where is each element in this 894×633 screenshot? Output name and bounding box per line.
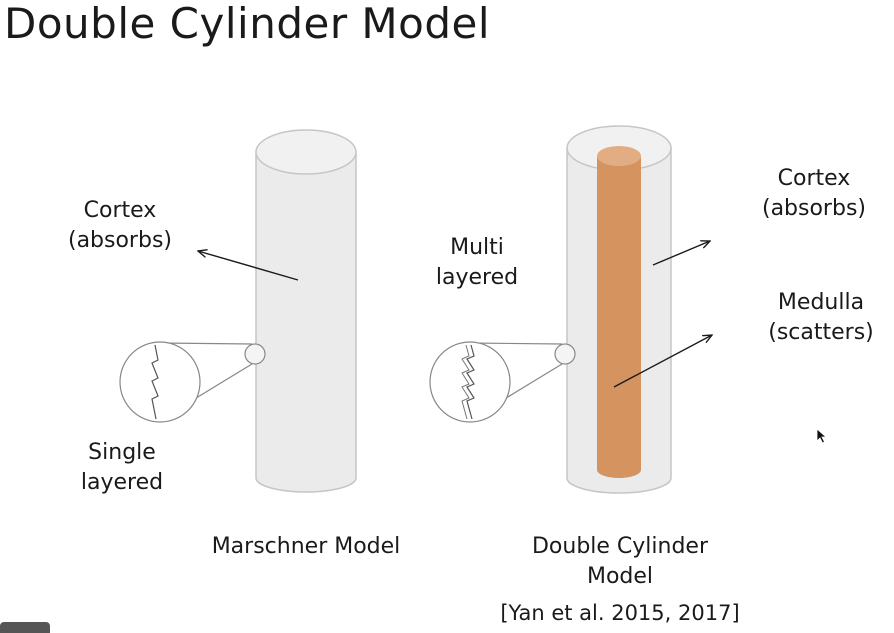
- double-cylinder-cortex-arrow: [652, 241, 710, 266]
- label-line: Cortex: [83, 198, 157, 223]
- label-line: Single: [88, 440, 156, 465]
- double-cylinder-cuticle-magnifier: [429, 341, 576, 423]
- label-line: (scatters): [768, 320, 874, 345]
- marschner-cortex-arrow: [198, 251, 299, 281]
- double-cylinder-inner-medulla: [597, 146, 641, 478]
- label-line: (absorbs): [761, 196, 866, 221]
- label-line: Model: [586, 564, 654, 589]
- single-layered-label: Single layered: [72, 438, 172, 498]
- marschner-cuticle-magnifier: [119, 341, 266, 423]
- mouse-cursor-icon: [816, 428, 828, 444]
- marschner-model-caption: Marschner Model: [211, 534, 401, 559]
- label-line: layered: [80, 470, 164, 495]
- label-line: Double Cylinder: [531, 534, 709, 559]
- slide-title: Double Cylinder Model: [4, 0, 491, 48]
- marschner-cylinder: [255, 129, 357, 493]
- medulla-label: Medulla (scatters): [758, 288, 884, 348]
- label-line: layered: [435, 265, 519, 290]
- double-cylinder-model-caption: Double Cylinder Model: [505, 532, 735, 592]
- label-line: (absorbs): [67, 228, 172, 253]
- label-line: Medulla: [777, 290, 865, 315]
- multi-layered-label: Multi layered: [428, 233, 526, 293]
- label-line: Multi: [450, 235, 504, 260]
- marschner-cortex-label: Cortex (absorbs): [62, 196, 178, 256]
- double-cylinder-cortex-label: Cortex (absorbs): [756, 164, 872, 224]
- citation: [Yan et al. 2015, 2017]: [500, 601, 740, 625]
- video-control-button[interactable]: [0, 622, 50, 633]
- double-cylinder-medulla-arrow: [613, 335, 712, 388]
- label-line: Cortex: [777, 166, 851, 191]
